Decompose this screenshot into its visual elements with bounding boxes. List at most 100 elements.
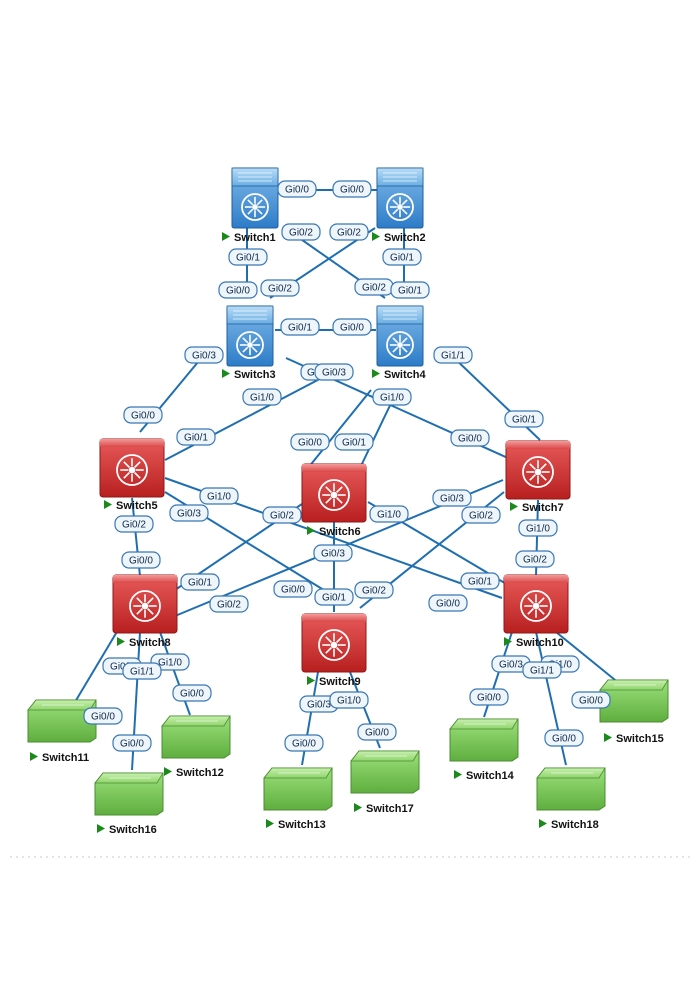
switch11-icon[interactable] — [27, 699, 97, 743]
switch14-icon[interactable] — [449, 718, 519, 762]
switch12-icon[interactable] — [161, 715, 231, 759]
port-label-switch16[interactable]: Gi0/0 — [112, 734, 152, 752]
port-label-switch10[interactable]: Gi0/0 — [428, 594, 468, 612]
play-marker-icon — [117, 637, 125, 646]
port-text: Gi0/0 — [131, 411, 155, 422]
port-label-switch5[interactable]: Gi0/1 — [176, 428, 216, 446]
port-label-switch4[interactable]: Gi0/0 — [332, 318, 372, 336]
port-label-switch4[interactable]: Gi1/1 — [433, 346, 473, 364]
port-label-switch9[interactable]: Gi0/2 — [354, 581, 394, 599]
port-label-switch15[interactable]: Gi0/0 — [571, 691, 611, 709]
switch1-label: Switch1 — [222, 232, 276, 244]
port-label-switch9[interactable]: Gi0/0 — [273, 580, 313, 598]
port-text: Gi0/0 — [281, 585, 305, 596]
switch10-icon[interactable] — [503, 574, 569, 634]
switch18-icon[interactable] — [536, 767, 606, 811]
port-label-switch5[interactable]: Gi0/3 — [169, 504, 209, 522]
port-label-switch6[interactable]: Gi0/3 — [313, 544, 353, 562]
port-label-switch4[interactable]: Gi0/2 — [354, 278, 394, 296]
port-label-switch9[interactable]: Gi1/0 — [329, 691, 369, 709]
port-label-switch7[interactable]: Gi0/0 — [450, 429, 490, 447]
port-label-switch4[interactable]: Gi0/3 — [314, 363, 354, 381]
switch6-icon[interactable] — [301, 463, 367, 523]
port-label-switch5[interactable]: Gi0/0 — [123, 406, 163, 424]
port-text: Gi0/1 — [188, 578, 212, 589]
port-label-switch2[interactable]: Gi0/0 — [332, 180, 372, 198]
port-label-switch7[interactable]: Gi0/2 — [461, 506, 501, 524]
switch17-icon[interactable] — [350, 750, 420, 794]
switch5-icon[interactable] — [99, 438, 165, 498]
port-label-switch3[interactable]: Gi0/1 — [280, 318, 320, 336]
port-text: Gi0/0 — [91, 712, 115, 723]
port-label-switch7[interactable]: Gi0/3 — [432, 489, 472, 507]
port-label-switch4[interactable]: Gi1/0 — [372, 388, 412, 406]
port-label-switch3[interactable]: Gi0/0 — [218, 281, 258, 299]
port-label-switch9[interactable]: Gi0/1 — [314, 588, 354, 606]
link-switch4-switch6[interactable] — [307, 389, 372, 469]
port-text: Gi0/0 — [579, 696, 603, 707]
switch15-icon[interactable] — [599, 679, 669, 723]
port-label-switch11[interactable]: Gi0/0 — [83, 707, 123, 725]
port-label-switch3[interactable]: Gi0/3 — [184, 346, 224, 364]
port-text: Gi0/2 — [122, 520, 146, 531]
port-label-switch12[interactable]: Gi0/0 — [172, 684, 212, 702]
port-text: Gi0/0 — [298, 438, 322, 449]
port-label-switch7[interactable]: Gi1/0 — [518, 519, 558, 537]
switch2-label: Switch2 — [372, 232, 426, 244]
port-text: Gi0/1 — [468, 577, 492, 588]
switch10-label: Switch10 — [504, 637, 564, 649]
port-label-switch17[interactable]: Gi0/0 — [357, 723, 397, 741]
switch4-icon[interactable] — [376, 305, 424, 367]
port-label-switch4[interactable]: Gi0/1 — [390, 281, 430, 299]
port-label-switch8[interactable]: Gi0/0 — [121, 551, 161, 569]
port-text: Gi1/1 — [130, 667, 154, 678]
port-label-switch8[interactable]: Gi1/1 — [122, 662, 162, 680]
port-text: Gi0/3 — [440, 494, 464, 505]
switch16-icon[interactable] — [94, 772, 164, 816]
port-label-switch10[interactable]: Gi0/1 — [460, 572, 500, 590]
port-text: Gi0/3 — [307, 700, 331, 711]
switch2-icon[interactable] — [376, 167, 424, 229]
port-text: Gi0/2 — [469, 511, 493, 522]
port-label-switch2[interactable]: Gi0/2 — [329, 223, 369, 241]
device-name: Switch10 — [516, 637, 564, 649]
switch8-icon[interactable] — [112, 574, 178, 634]
port-label-switch6[interactable]: Gi0/0 — [290, 433, 330, 451]
device-name: Switch17 — [366, 803, 414, 815]
switch13-icon[interactable] — [263, 767, 333, 811]
port-label-switch5[interactable]: Gi1/0 — [199, 487, 239, 505]
port-label-switch7[interactable]: Gi0/1 — [504, 410, 544, 428]
port-label-switch6[interactable]: Gi1/0 — [369, 505, 409, 523]
port-label-switch6[interactable]: Gi0/1 — [334, 433, 374, 451]
port-label-switch10[interactable]: Gi1/1 — [522, 661, 562, 679]
port-label-switch1[interactable]: Gi0/0 — [277, 180, 317, 198]
port-text: Gi0/2 — [362, 586, 386, 597]
port-label-switch1[interactable]: Gi0/1 — [228, 248, 268, 266]
port-text: Gi0/1 — [398, 286, 422, 297]
link-switch10-switch15[interactable] — [555, 631, 621, 685]
port-label-switch3[interactable]: Gi1/0 — [242, 388, 282, 406]
switch1-icon[interactable] — [231, 167, 279, 229]
link-switch4-switch6[interactable] — [359, 394, 396, 469]
port-label-switch14[interactable]: Gi0/0 — [469, 688, 509, 706]
switch3-label: Switch3 — [222, 369, 276, 381]
port-label-switch10[interactable]: Gi0/2 — [515, 550, 555, 568]
port-label-switch5[interactable]: Gi0/2 — [114, 515, 154, 533]
switch3-icon[interactable] — [226, 305, 274, 367]
port-text: Gi0/1 — [288, 323, 312, 334]
port-label-switch3[interactable]: Gi0/2 — [260, 279, 300, 297]
port-text: Gi0/0 — [340, 323, 364, 334]
port-label-switch1[interactable]: Gi0/2 — [281, 223, 321, 241]
port-label-switch8[interactable]: Gi1/0 — [150, 653, 190, 671]
play-marker-icon — [354, 803, 362, 812]
switch9-icon[interactable] — [301, 613, 367, 673]
port-text: Gi0/0 — [340, 185, 364, 196]
port-label-switch18[interactable]: Gi0/0 — [544, 729, 584, 747]
port-label-switch8[interactable]: Gi0/1 — [180, 573, 220, 591]
port-label-switch8[interactable]: Gi0/2 — [209, 595, 249, 613]
switch7-icon[interactable] — [505, 440, 571, 500]
port-label-switch6[interactable]: Gi0/2 — [262, 506, 302, 524]
port-label-switch13[interactable]: Gi0/0 — [284, 734, 324, 752]
link-switch8-switch11[interactable] — [74, 629, 119, 703]
port-label-switch2[interactable]: Gi0/1 — [382, 248, 422, 266]
